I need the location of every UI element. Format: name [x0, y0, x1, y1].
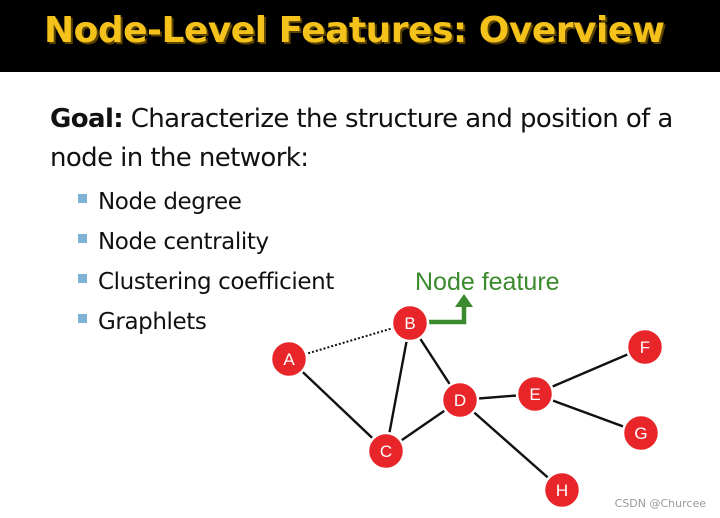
square-bullet-icon: [78, 234, 87, 243]
arrow-head-icon: [455, 294, 473, 307]
edge-a-b: [288, 322, 411, 360]
node-a: A: [269, 339, 309, 379]
node-label: F: [640, 338, 650, 357]
bullet-item: Clustering coefficient: [78, 264, 334, 304]
node-label: G: [634, 424, 647, 443]
bullet-text: Node centrality: [98, 229, 269, 255]
node-g: G: [621, 413, 661, 453]
node-feature-label: Node feature: [415, 268, 560, 296]
node-feature-arrow: [421, 306, 467, 325]
edge-a-c: [288, 358, 387, 452]
bullet-item: Node degree: [78, 184, 334, 224]
node-circle: [366, 431, 406, 471]
node-circle: [542, 470, 582, 510]
slide-title: Node-Level Features: Overview: [44, 10, 665, 51]
watermark: CSDN @Churcee: [614, 497, 706, 510]
node-label: C: [380, 442, 392, 461]
node-b: B: [390, 303, 430, 343]
node-label: E: [529, 385, 540, 404]
node-circle: [390, 303, 430, 343]
node-circle: [515, 374, 555, 414]
square-bullet-icon: [78, 194, 87, 203]
node-circle: [269, 339, 309, 379]
node-circle: [621, 413, 661, 453]
node-label: A: [283, 350, 295, 369]
node-label: D: [454, 391, 466, 410]
edge-d-h: [459, 399, 563, 491]
node-f: F: [625, 327, 665, 367]
bullet-item: Node centrality: [78, 224, 334, 264]
bullet-text: Node degree: [98, 189, 242, 215]
node-h: H: [542, 470, 582, 510]
node-c: C: [366, 431, 406, 471]
bullet-text: Graphlets: [98, 309, 207, 335]
bullet-text: Clustering coefficient: [98, 269, 334, 295]
node-circle: [625, 327, 665, 367]
node-label: B: [404, 314, 415, 333]
graph-nodes: A B C D E F G H: [269, 303, 665, 510]
node-label: H: [556, 481, 568, 500]
bullet-item: Graphlets: [78, 304, 334, 344]
goal-statement: Goal: Characterize the structure and pos…: [50, 100, 690, 178]
feature-list: Node degree Node centrality Clustering c…: [78, 184, 334, 344]
goal-label: Goal:: [50, 104, 124, 134]
square-bullet-icon: [78, 314, 87, 323]
graph-edges: [288, 322, 646, 491]
edge-e-f: [534, 345, 646, 396]
square-bullet-icon: [78, 274, 87, 283]
node-d: D: [440, 380, 480, 420]
title-bar: Node-Level Features: Overview: [0, 0, 720, 72]
goal-text: Characterize the structure and position …: [50, 104, 673, 173]
edge-b-c: [384, 322, 412, 452]
node-circle: [440, 380, 480, 420]
node-e: E: [515, 374, 555, 414]
